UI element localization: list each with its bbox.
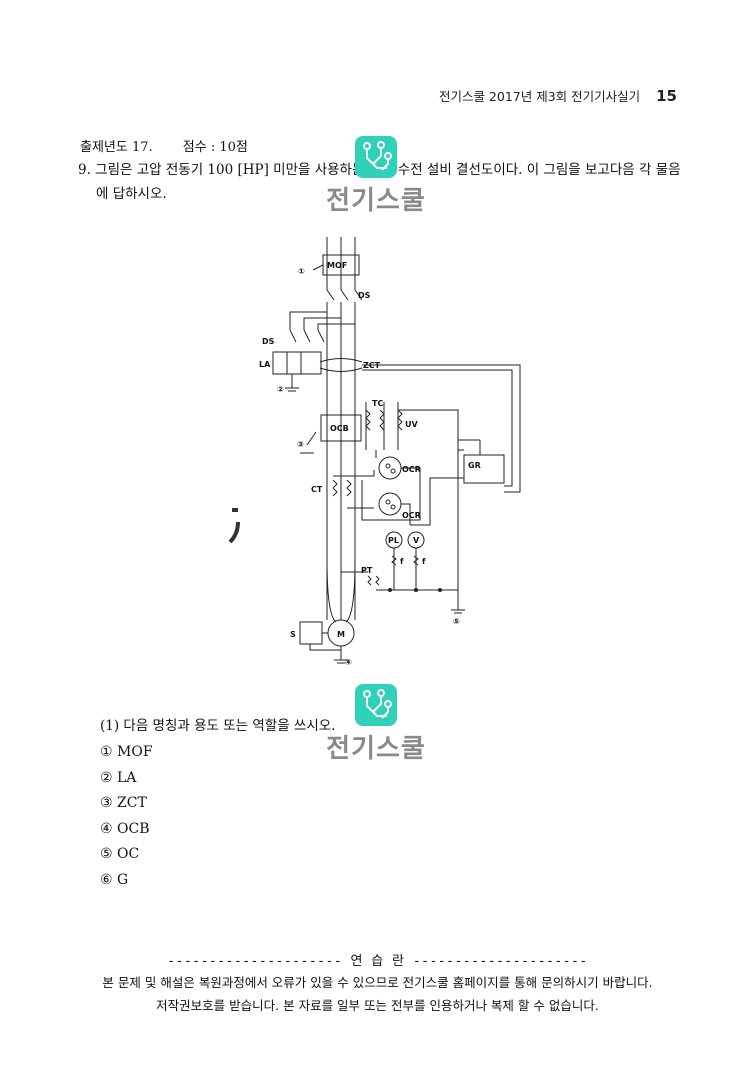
list-item: ② LA xyxy=(100,769,137,786)
la-box xyxy=(272,351,322,375)
watermark-logo-2: 전기스쿨 xyxy=(326,684,426,765)
footer-line-1: 본 문제 및 해설은 복원과정에서 오류가 있을 수 있으므로 전기스쿨 홈페이… xyxy=(102,975,653,990)
m-label: M xyxy=(337,630,345,639)
pt-label: PT xyxy=(361,566,373,575)
gr-box xyxy=(463,454,505,484)
list-item: ⑥ G xyxy=(100,871,129,888)
marker-5: ⑤ xyxy=(453,617,460,626)
answer-list: ① MOF ② LA ③ ZCT ④ OCB ⑤ OC ⑥ G xyxy=(100,740,153,893)
mof-label: MOF xyxy=(327,261,347,270)
ocb-box xyxy=(320,414,362,442)
zct-label: ZCT xyxy=(363,361,381,370)
circuit-badge-icon xyxy=(355,136,397,178)
marker-1: ① xyxy=(298,267,305,276)
page-number: 15 xyxy=(656,87,677,105)
footer: 본 문제 및 해설은 복원과정에서 오류가 있을 수 있으므로 전기스쿨 홈페이… xyxy=(0,971,755,1017)
margin-mark xyxy=(228,508,240,544)
exam-year: 출제년도 17. xyxy=(80,140,153,155)
header-title: 전기스쿨 2017년 제3회 전기기사실기 xyxy=(438,89,641,104)
list-item: ③ ZCT xyxy=(100,795,147,811)
tc-label: TC xyxy=(372,399,383,408)
ocb-label: OCB xyxy=(330,424,349,433)
subquestion: (1) 다음 명칭과 용도 또는 역할을 쓰시오. xyxy=(100,718,336,734)
question-meta: 출제년도 17. 점수 : 10점 xyxy=(80,136,248,155)
gr-label: GR xyxy=(468,461,481,470)
f-label-2: f xyxy=(422,557,426,566)
ocr-label-2: OCR xyxy=(402,511,421,520)
starter-box xyxy=(299,621,323,645)
uv-label: UV xyxy=(405,420,418,429)
ocr-circle-1 xyxy=(378,456,402,480)
list-item: ⑤ OC xyxy=(100,846,140,862)
marker-2: ② xyxy=(277,385,284,394)
f-label-1: f xyxy=(400,557,404,566)
ds-top-label: DS xyxy=(358,291,371,300)
watermark-text: 전기스쿨 xyxy=(326,734,426,764)
pl-label: PL xyxy=(388,536,399,545)
ocr-label-1: OCR xyxy=(402,465,421,474)
score: 점수 : 10점 xyxy=(182,140,248,155)
circuit-badge-icon xyxy=(355,684,397,726)
ocr-circle-2 xyxy=(378,492,402,516)
practice-separator: --------------------- 연 습 란 ------------… xyxy=(167,954,588,969)
la-label: LA xyxy=(259,360,271,369)
v-label: V xyxy=(413,536,420,545)
marker-4: ④ xyxy=(345,658,352,667)
list-item: ① MOF xyxy=(100,744,153,760)
ct-label: CT xyxy=(311,485,323,494)
page-header: 전기스쿨 2017년 제3회 전기기사실기 15 xyxy=(439,86,677,105)
footer-line-2: 저작권보호를 받습니다. 본 자료를 일부 또는 전부를 인용하거나 복제 할 … xyxy=(156,998,599,1013)
watermark-logo: 전기스쿨 xyxy=(326,136,426,217)
list-item: ④ OCB xyxy=(100,820,150,837)
s-label: S xyxy=(290,630,296,639)
marker-3: ③ xyxy=(297,440,304,449)
ds-left-label: DS xyxy=(262,337,275,346)
wiring-diagram: ① MOF DS DS LA ② ZCT OCB ③ TC UV GR OCR … xyxy=(228,237,521,667)
watermark-text: 전기스쿨 xyxy=(326,186,426,216)
